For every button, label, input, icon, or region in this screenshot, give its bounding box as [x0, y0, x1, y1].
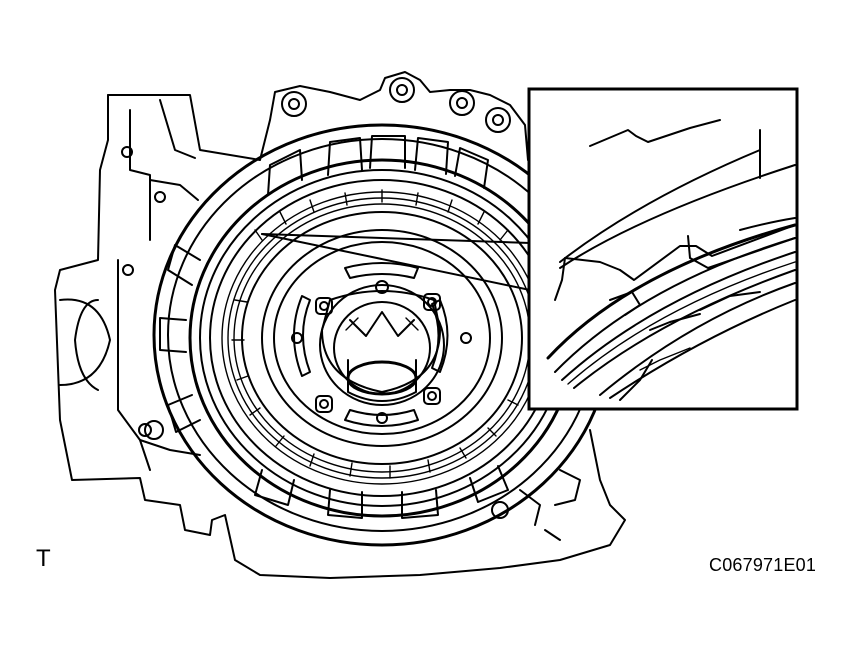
- oil-hole: [460, 332, 472, 344]
- detail-callout-leader: [261, 233, 531, 291]
- bolt-lug: [423, 293, 441, 311]
- bolt-lug: [315, 297, 333, 315]
- mounting-boss: [449, 90, 475, 116]
- corner-mark: T: [36, 545, 51, 572]
- mounting-boss: [485, 107, 511, 133]
- detail-inset-frame: [527, 87, 799, 411]
- bolt-lug: [423, 387, 441, 405]
- oil-hole: [291, 332, 303, 344]
- clutch-hub: [261, 229, 503, 447]
- clutch-disc-pack: [221, 189, 543, 485]
- oil-hole: [376, 412, 388, 424]
- centre-bore: [315, 284, 445, 413]
- figure-code: C067971E01: [709, 555, 817, 575]
- detail-inset: [527, 87, 799, 411]
- mounting-boss: [281, 91, 307, 117]
- transaxle-housing: [54, 71, 626, 579]
- bolt-lug: [315, 395, 333, 413]
- mounting-boss: [389, 77, 415, 103]
- mounting-boss: [144, 420, 164, 440]
- snap-ring-detail: [546, 119, 797, 401]
- oil-hole: [375, 280, 389, 294]
- mounting-boss-group: [144, 77, 511, 519]
